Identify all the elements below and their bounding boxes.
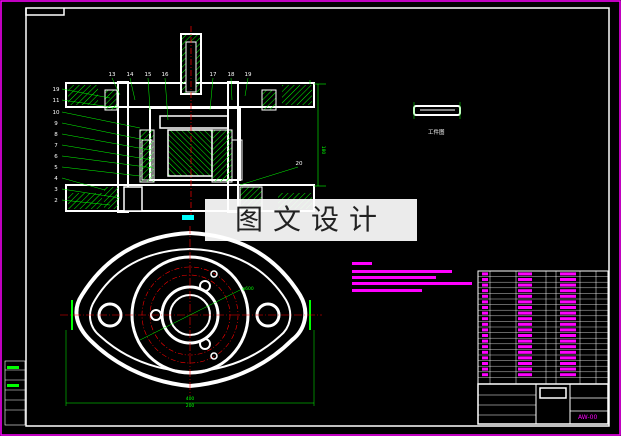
bom-cell xyxy=(560,373,576,377)
plan-view xyxy=(60,215,322,406)
bom-cell xyxy=(560,278,576,281)
bom-cell xyxy=(560,317,576,321)
bom-cell xyxy=(560,328,576,332)
bom-cell xyxy=(518,356,532,360)
bom-cell xyxy=(518,334,532,337)
bom-cell xyxy=(518,362,532,365)
bom-cell xyxy=(482,322,488,326)
bom-cell xyxy=(482,294,488,298)
bom-cell xyxy=(560,362,576,365)
balloon-1: 14 xyxy=(127,72,134,78)
bom-cell xyxy=(482,272,488,276)
bom-cell xyxy=(518,306,532,309)
bom-cell xyxy=(518,339,532,343)
tech-notes xyxy=(352,262,472,292)
bom-cell xyxy=(560,334,576,337)
balloon-10: 10 xyxy=(53,110,60,116)
bom-cell xyxy=(482,356,488,360)
bom-cell xyxy=(560,306,576,309)
balloon-13: 7 xyxy=(54,143,58,149)
frame-tab xyxy=(25,8,65,16)
balloon-8: 19 xyxy=(53,87,60,93)
balloon-0: 13 xyxy=(109,72,116,78)
balloon-12: 8 xyxy=(54,132,58,138)
bom-cell xyxy=(482,339,488,343)
bom-cell xyxy=(518,328,532,332)
bom-cell xyxy=(482,334,488,337)
bom-cell xyxy=(518,283,532,287)
bom-cell xyxy=(482,300,488,304)
dimension-0: 180 xyxy=(320,146,326,155)
balloon-18: 2 xyxy=(54,198,58,204)
workpiece-sketch xyxy=(413,102,461,119)
bom-cell xyxy=(560,356,576,360)
bom-cell xyxy=(518,367,532,371)
dimension-1: 200 xyxy=(186,403,195,409)
bom-cell xyxy=(482,350,488,354)
bom-cell xyxy=(482,367,488,371)
bom-cell xyxy=(518,311,532,315)
bom-cell xyxy=(518,278,532,281)
bom-cell xyxy=(560,322,576,326)
bom-cell xyxy=(482,289,488,293)
bom-cell xyxy=(560,289,576,293)
bom-cell xyxy=(518,289,532,293)
drawing-frame xyxy=(25,7,610,427)
bom-cell xyxy=(518,272,532,276)
bom-cell xyxy=(482,306,488,309)
title-block xyxy=(477,383,609,425)
balloon-11: 9 xyxy=(54,121,58,127)
bom-cell xyxy=(518,373,532,377)
leader-lines xyxy=(61,77,299,206)
bom-cell xyxy=(482,311,488,315)
bom-cell xyxy=(560,367,576,371)
bom-cell xyxy=(518,294,532,298)
dimension-3: φ600 xyxy=(242,286,254,292)
balloon-7: 20 xyxy=(296,161,303,167)
bom-cell xyxy=(482,283,488,287)
balloon-4: 17 xyxy=(210,72,217,78)
balloon-6: 19 xyxy=(245,72,252,78)
balloon-3: 16 xyxy=(162,72,169,78)
bom-cell xyxy=(518,322,532,326)
bom-cell xyxy=(560,294,576,298)
balloon-14: 6 xyxy=(54,154,58,160)
bom-cell xyxy=(482,278,488,281)
bom-cell xyxy=(560,272,576,276)
dimension-2: 400 xyxy=(186,396,195,402)
bom-cell xyxy=(482,362,488,365)
bom-cell xyxy=(518,317,532,321)
bom-cell xyxy=(518,300,532,304)
balloon-2: 15 xyxy=(145,72,152,78)
bom-cell xyxy=(482,328,488,332)
parts-list xyxy=(477,270,609,385)
balloon-16: 4 xyxy=(54,176,58,182)
watermark: 图文设计 xyxy=(205,199,417,241)
bom-cell xyxy=(560,311,576,315)
bom-cell xyxy=(560,339,576,343)
bom-cell xyxy=(560,300,576,304)
balloon-5: 18 xyxy=(228,72,235,78)
bom-cell xyxy=(560,350,576,354)
bom-cell xyxy=(482,317,488,321)
left-strip xyxy=(4,360,26,426)
balloon-17: 3 xyxy=(54,187,58,193)
bom-cell xyxy=(518,345,532,349)
workpiece-label: 工件图 xyxy=(428,130,445,136)
bom-cell xyxy=(560,283,576,287)
bom-cell xyxy=(518,350,532,354)
balloon-9: 11 xyxy=(53,98,60,104)
bom-cell xyxy=(560,345,576,349)
balloon-15: 5 xyxy=(54,165,58,171)
bom-cell xyxy=(482,373,488,377)
drawing-code: AW-00 xyxy=(578,414,598,421)
bom-cell xyxy=(482,345,488,349)
